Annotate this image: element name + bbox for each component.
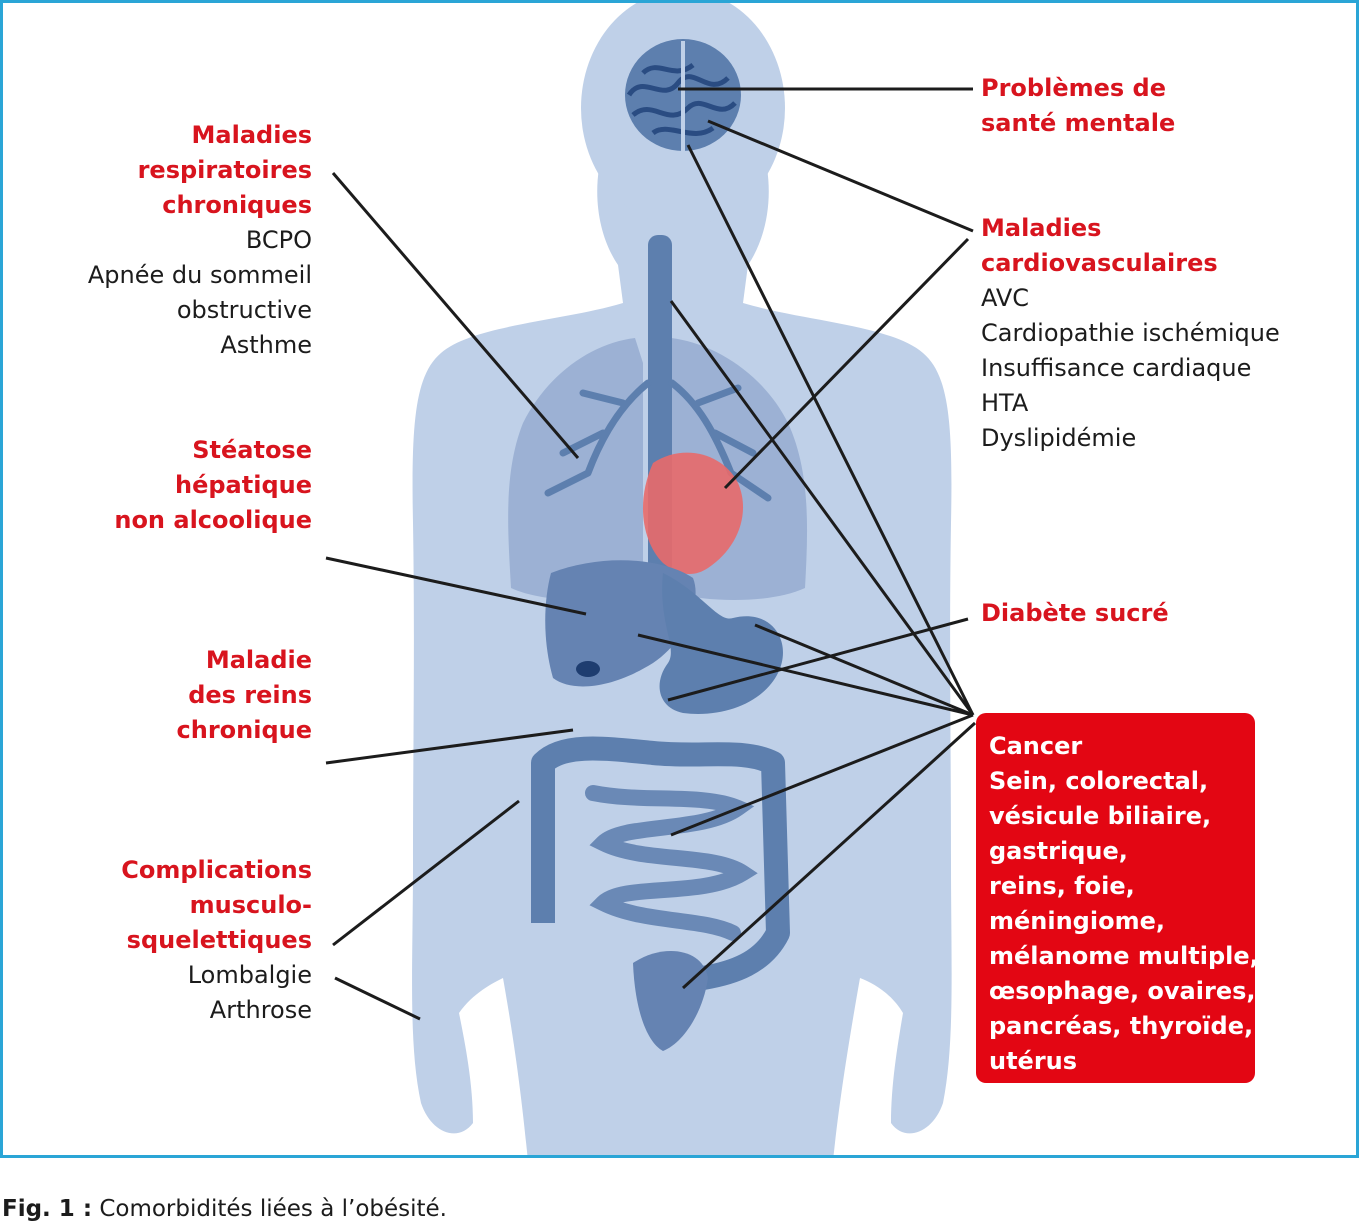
reins-title-line-2: des reins [188,681,312,709]
label-diabetes: Diabète sucré [981,596,1169,631]
cancer-item: reins, foie, [989,872,1135,900]
diabetes-title: Diabète sucré [981,599,1169,627]
steatose-title-line-2: hépatique [175,471,312,499]
left-lung [508,338,643,600]
label-kidney: Maladie des reins chronique [177,643,313,748]
cancer-item: gastrique, [989,837,1128,865]
musculo-title-line-3: squelettiques [126,926,312,954]
respi-item: obstructive [176,296,312,324]
cancer-item: mélanome multiple, [989,942,1259,970]
rectum [633,951,708,1051]
cardio-title-line-1: Maladies [981,214,1102,242]
liver [545,560,696,687]
label-mental-health: Problèmes de santé mentale [981,71,1175,141]
large-intestine [531,736,790,990]
respi-item: Asthme [220,331,312,359]
musculo-title-line-1: Complications [121,856,312,884]
cardio-item: HTA [981,389,1029,417]
cardio-item: Insuffisance cardiaque [981,354,1252,382]
label-musculoskeletal: Complications musculo- squelettiques Lom… [121,853,312,1028]
figure-frame: Problèmes de santé mentale Maladies card… [0,0,1359,1158]
label-respiratory: Maladies respiratoires chroniques BCPO A… [88,118,312,363]
label-steatosis: Stéatose hépatique non alcoolique [114,433,312,538]
respi-title-line-2: respiratoires [137,156,312,184]
cancer-title: Cancer [989,732,1083,760]
steatose-title-line-1: Stéatose [192,436,312,464]
caption-prefix: Fig. 1 : [2,1196,93,1222]
gallbladder [576,661,600,677]
small-intestine [585,785,758,941]
musculo-item: Lombalgie [187,961,312,989]
leader-lines [325,87,977,1021]
heart [642,452,744,575]
cardio-item: Cardiopathie ischémique [981,319,1280,347]
label-cardiovascular: Maladies cardiovasculaires AVC Cardiopat… [981,211,1280,456]
cancer-item: utérus [989,1047,1078,1075]
cancer-item: méningiome, [989,907,1165,935]
reins-title-line-1: Maladie [205,646,312,674]
cancer-item: pancréas, thyroïde, [989,1012,1254,1040]
respi-item: BCPO [245,226,312,254]
cardio-item: AVC [981,284,1030,312]
musculo-item: Arthrose [209,996,312,1024]
musculo-title-line-2: musculo- [189,891,312,919]
brain [625,39,741,151]
respi-title-line-3: chroniques [162,191,312,219]
cancer-item: œsophage, ovaires, [989,977,1256,1005]
cardio-item: Dyslipidémie [981,424,1137,452]
cardio-title-line-2: cardiovasculaires [981,249,1218,277]
reins-title-line-3: chronique [176,716,313,744]
steatose-title-line-3: non alcoolique [114,506,312,534]
cancer-box: Cancer Sein, colorectal, vésicule biliai… [976,713,1259,1083]
mental-title-line-1: Problèmes de [981,74,1166,102]
respi-item: Apnée du sommeil [87,261,312,289]
bronchi [544,379,772,502]
body-illustration [325,3,977,1155]
mental-title-line-2: santé mentale [981,109,1176,137]
respi-title-line-1: Maladies [191,121,312,149]
cancer-item: vésicule biliaire, [989,802,1212,830]
caption-text: Comorbidités liées à l’obésité. [92,1196,447,1222]
figure-caption: Fig. 1 : Comorbidités liées à l’obésité. [2,1196,447,1222]
cancer-item: Sein, colorectal, [989,767,1209,795]
